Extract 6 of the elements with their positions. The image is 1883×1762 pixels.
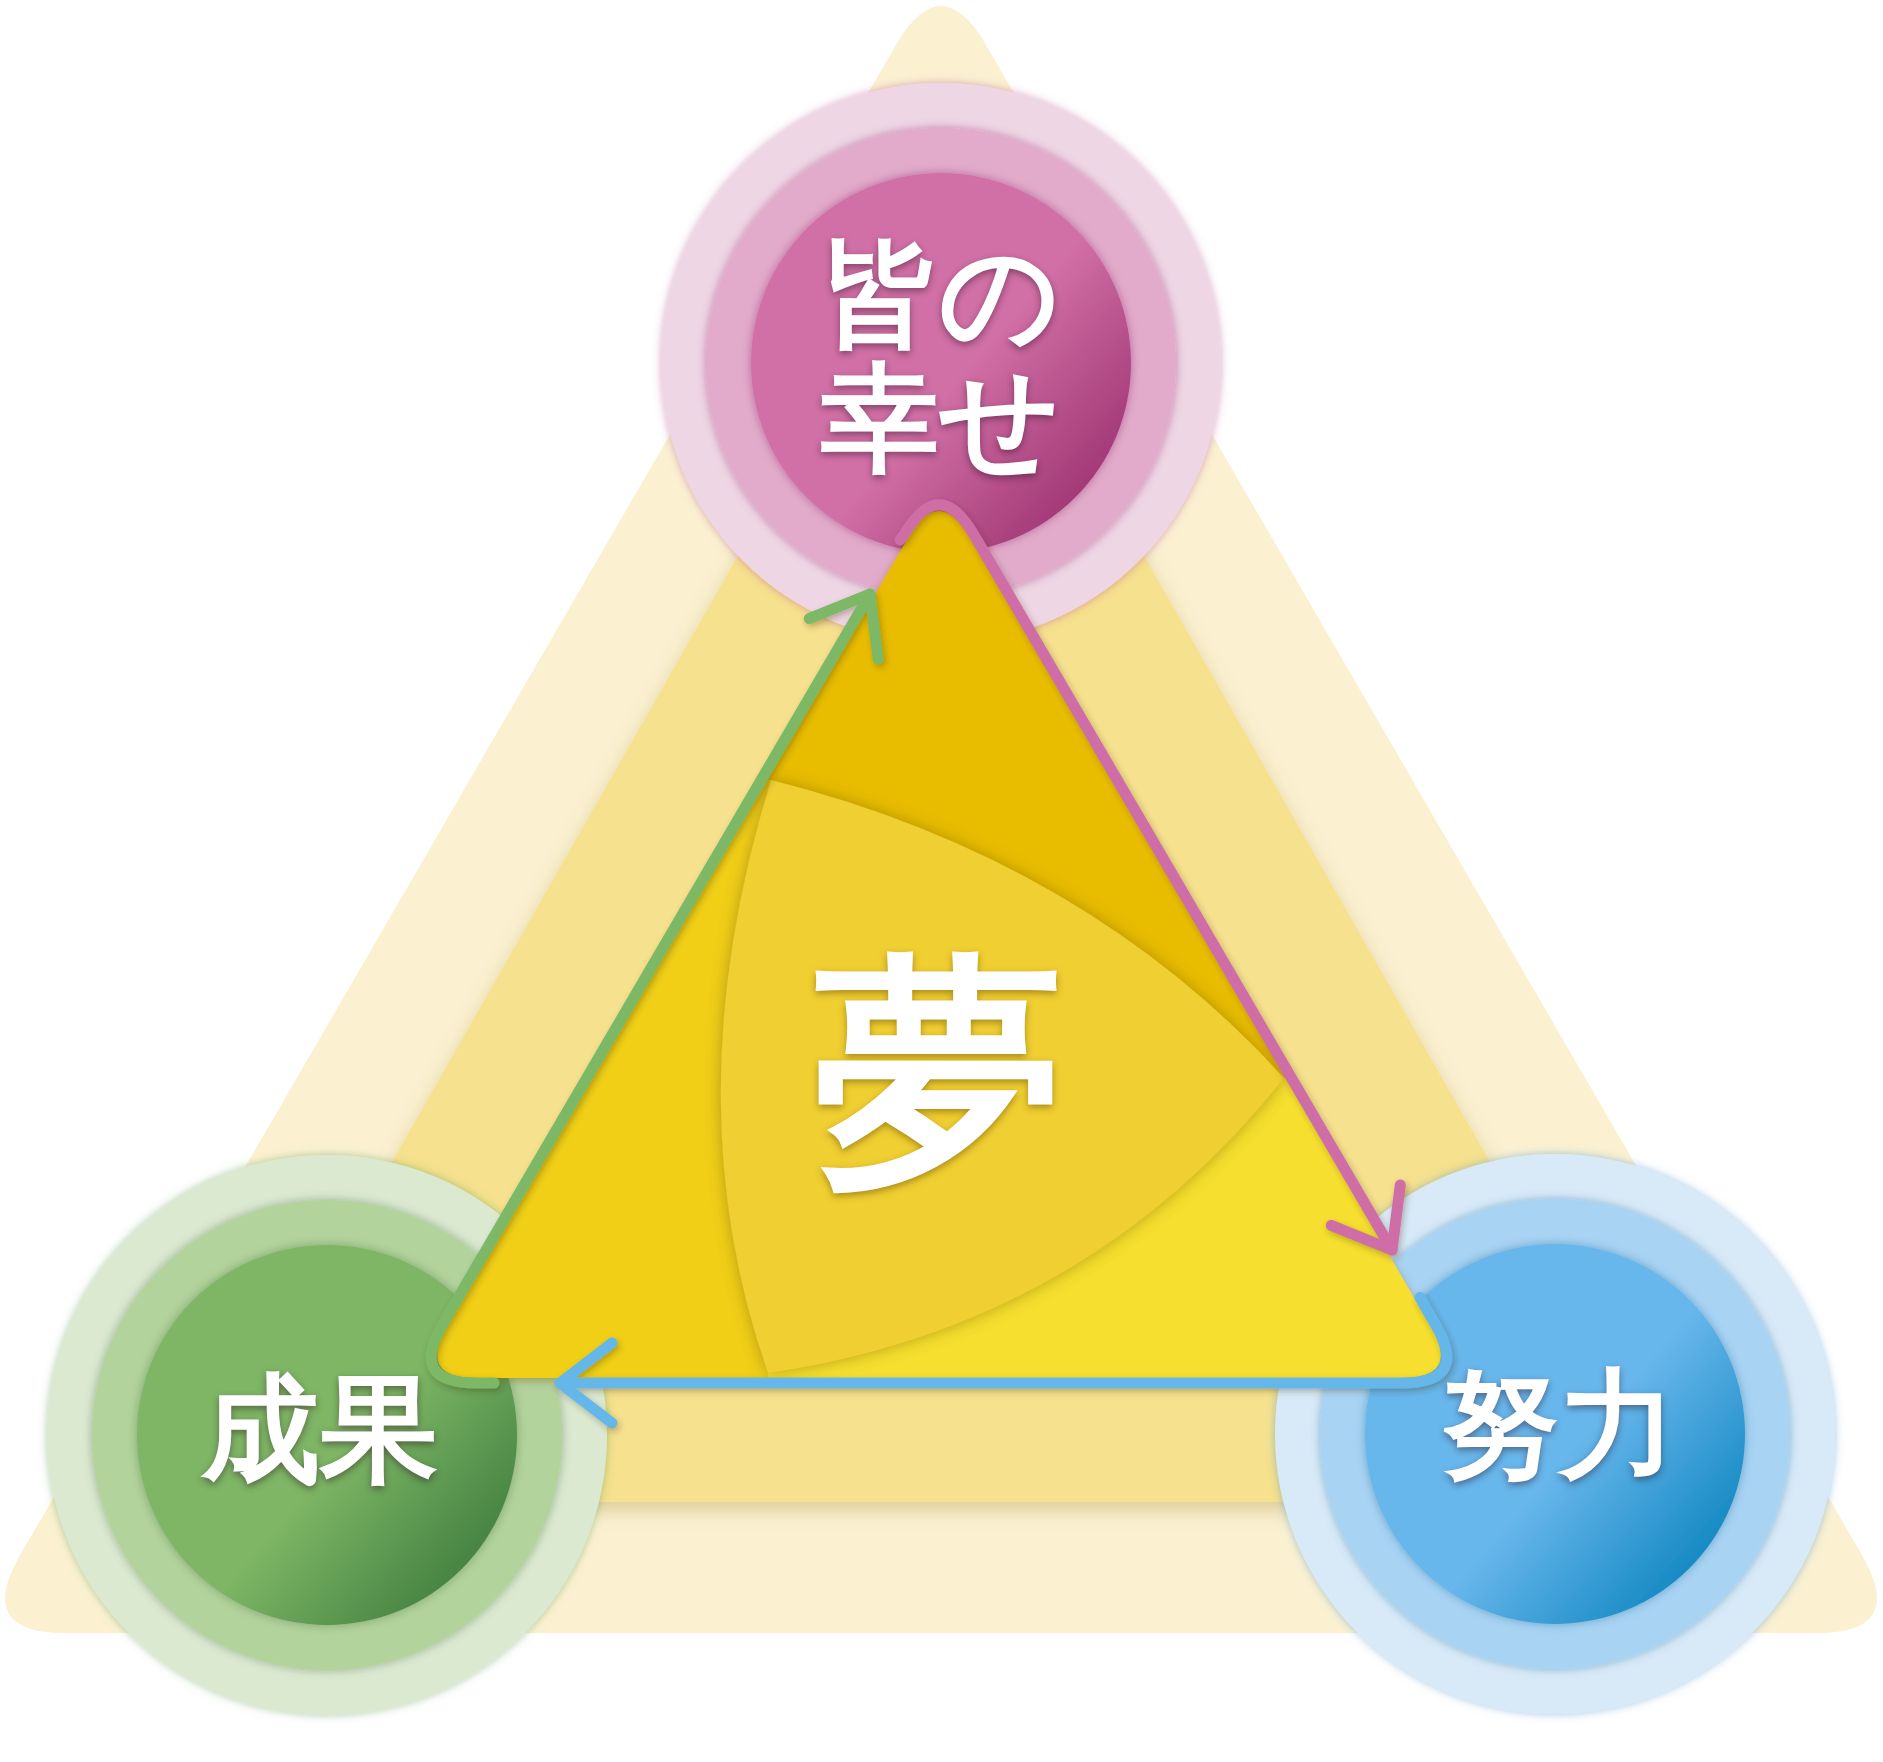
- node-label: 皆の幸せ: [820, 233, 1062, 481]
- node-label: 努力: [1441, 1367, 1677, 1481]
- center-triangle: [437, 510, 1441, 1378]
- arrow: [894, 499, 1406, 1256]
- node-label: 夢: [814, 943, 1064, 1207]
- node-label: 成果: [202, 1372, 438, 1486]
